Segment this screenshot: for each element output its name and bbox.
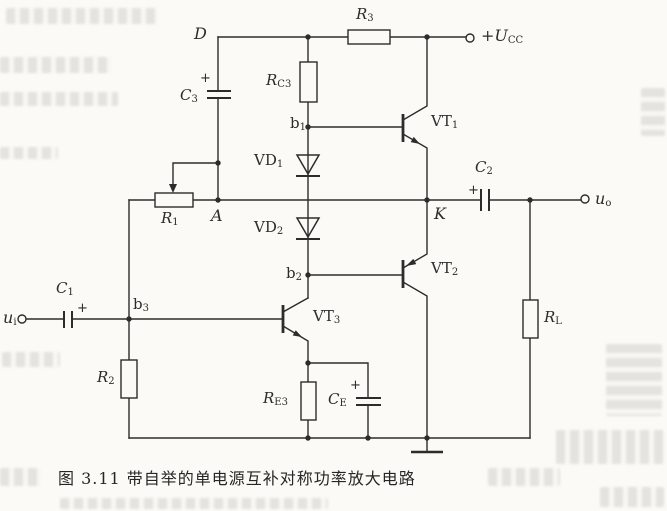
polarity-c2: + [468,183,479,198]
wire-vt1-collector [402,36,428,121]
component-label-vt2: VT2 [431,259,459,278]
r1-wiper-arrow [169,184,177,193]
component-label-vd2: VD2 [254,218,284,237]
component-label-r3: R3 [356,5,374,24]
component-label-c2: C2 [475,158,493,177]
vt1-emitter-arrow [410,136,420,144]
print-bleedthrough [2,352,60,367]
polarity-ce: + [350,378,361,393]
circuit-schematic [17,29,590,454]
print-bleedthrough [488,468,560,486]
capacitor-c2 [480,189,490,211]
component-label-r1: R1 [161,209,179,228]
polarity-c1: + [77,301,88,316]
component-label-c3: C3 [180,86,198,105]
node-label-b3: b3 [133,295,149,314]
capacitor-ce [356,397,381,406]
resistor-r1 [154,192,194,208]
print-bleedthrough [556,430,664,464]
component-label-r2: R2 [97,368,115,387]
component-label-rl: RL [544,308,562,327]
node-label-a: A [211,206,223,225]
wire-ce-branch [307,362,369,439]
vt2-emitter-arrow [406,258,417,266]
terminal-uo [580,194,590,204]
component-label-c1: C1 [56,279,74,298]
terminal-label-ucc: +UCC [481,26,524,46]
terminal-label-ui: ui [3,308,17,328]
print-bleedthrough [0,57,112,73]
resistor-rl [522,299,539,339]
junction-dots [126,34,533,441]
component-label-vt1: VT1 [431,112,459,131]
print-bleedthrough [641,88,665,136]
terminal-ui [17,314,27,324]
wire-vt1-emitter [402,133,428,201]
wire-vt2-emitter [402,199,428,269]
diode-vd1 [295,154,321,176]
diode-vd2 [295,217,321,239]
wire-vt2-collector [402,281,428,439]
print-bleedthrough [606,344,662,416]
polarity-c3: + [200,71,211,86]
terminal-ucc [465,33,475,43]
wire-vt3-collector [282,297,309,313]
terminal-label-uo: uo [595,189,612,209]
node-label-d: D [194,24,207,43]
component-label-vd1: VD1 [254,151,284,170]
print-bleedthrough [600,487,664,507]
ground-icon [411,438,443,454]
wire-vt3-emitter [282,325,309,364]
print-bleedthrough [0,468,42,486]
node-label-b1: b1 [290,114,306,133]
component-label-re3: RE3 [263,389,288,408]
node-label-k: K [434,204,446,223]
capacitor-c3 [207,90,231,99]
vt3-emitter-arrow [292,330,302,337]
component-label-ce: CE [328,390,347,409]
component-label-vt3: VT3 [313,307,341,326]
resistor-r2 [120,359,138,399]
component-label-rc3: RC3 [266,71,292,90]
print-bleedthrough [6,8,158,24]
print-bleedthrough [60,498,328,509]
print-bleedthrough [0,147,58,159]
figure-caption: 图 3.11 带自举的单电源互补对称功率放大电路 [58,469,416,488]
resistor-rc3 [299,61,318,103]
wire-r1-wiper [172,162,219,185]
node-label-b2: b2 [286,264,302,283]
print-bleedthrough [0,92,118,106]
resistor-re3 [300,381,317,421]
capacitor-c1 [63,311,73,328]
resistor-r3 [347,29,391,45]
